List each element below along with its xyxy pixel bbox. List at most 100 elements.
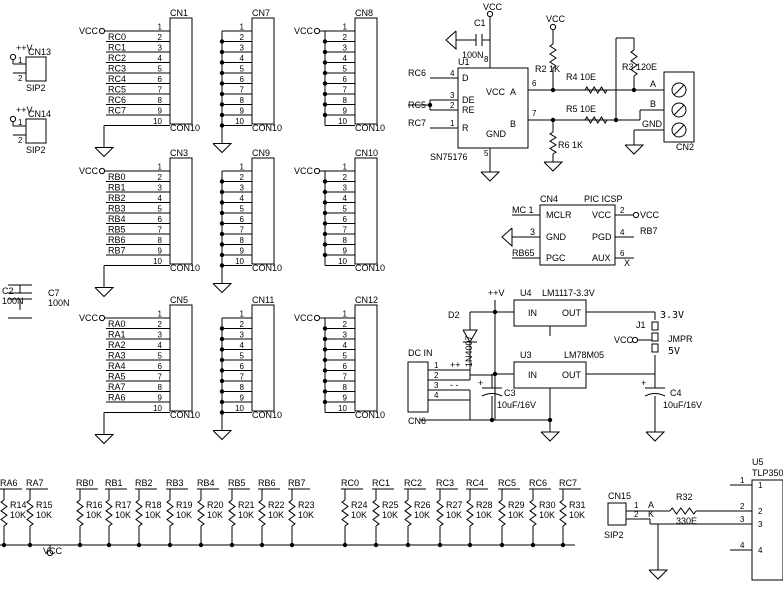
vcc-label: VCC	[79, 166, 99, 176]
c7-value: 100N	[48, 298, 70, 308]
junction-dot	[289, 542, 295, 548]
icsp-right-label: VCC	[592, 210, 612, 220]
signal-label: RA7	[108, 382, 126, 392]
vcc-label: VCC	[294, 313, 314, 323]
junction-dot	[613, 117, 619, 123]
pin-number: 1	[158, 163, 163, 172]
j1-v33: 3.3V	[660, 310, 684, 321]
resistor-symbol	[549, 43, 557, 69]
pin-number: 6	[532, 79, 537, 88]
pin-number: 1	[740, 476, 745, 485]
icsp-right-label: PGD	[592, 232, 612, 242]
c4-value: 10uF/16V	[663, 400, 702, 410]
pin-number: 2	[740, 502, 745, 511]
junction-dot	[322, 91, 328, 97]
u5-part: TLP350	[752, 468, 783, 478]
junction-dot	[322, 39, 328, 44]
u5-name: U5	[752, 457, 764, 467]
pin-number: 7	[240, 226, 245, 235]
jumper-pin	[651, 343, 659, 353]
junction-dot	[405, 542, 411, 548]
ground-symbol	[648, 569, 669, 580]
icsp-left-net: MC 1	[512, 205, 534, 215]
junction-dot	[219, 189, 225, 195]
pullup-net: RC5	[498, 478, 516, 488]
c1-value: 100N	[462, 50, 484, 60]
vcc-label: VCC	[614, 335, 634, 345]
terminal-circle	[98, 167, 106, 175]
terminal-circle	[313, 314, 321, 322]
pin-number: 10	[338, 404, 347, 413]
junction-dot	[322, 231, 328, 237]
icsp-right-label: AUX	[592, 253, 611, 263]
pin-number: 1	[18, 118, 23, 127]
junction-dot	[322, 368, 328, 373]
pin-number: 7	[532, 109, 537, 118]
net-label: RC6	[408, 68, 426, 78]
junction-dot	[437, 542, 443, 548]
pullup-net: RC1	[372, 478, 390, 488]
header-body	[251, 304, 275, 412]
pin-number: 3	[240, 44, 245, 53]
pin-number: 1	[343, 23, 348, 32]
ground-symbol	[543, 161, 564, 172]
j1-v5: 5V	[668, 346, 680, 357]
junction-dot	[219, 49, 225, 55]
resistor-symbol	[436, 499, 444, 527]
pin-number: 9	[158, 247, 163, 256]
pin-number: 10	[153, 257, 162, 266]
ground-symbol	[480, 171, 501, 182]
pin-number: 2	[158, 320, 163, 329]
pullup-net: RC4	[466, 478, 484, 488]
pin-number: 8	[158, 236, 163, 245]
icsp-left-net: 3	[530, 227, 535, 237]
junction-dot	[322, 49, 328, 55]
c4-name: C4	[670, 388, 682, 398]
junction-dot	[219, 210, 225, 216]
u1-vcc-label: VCC	[486, 87, 506, 97]
junction-dot	[77, 542, 83, 548]
u4-name: U4	[520, 288, 532, 298]
pullup-value: 10K	[268, 510, 284, 520]
pin-number: 7	[158, 86, 163, 95]
pin-number: 1	[634, 501, 639, 510]
pin-number: 4	[620, 228, 625, 237]
pin-number: 6	[158, 215, 163, 224]
cn6-name: CN6	[408, 416, 426, 426]
junction-dot	[322, 389, 328, 394]
resistor-symbol	[105, 499, 113, 527]
terminal-circle	[486, 10, 494, 18]
pin-number: 6	[343, 75, 348, 84]
junction-dot	[167, 542, 173, 548]
pin-number: 1	[240, 23, 245, 32]
cn15-type: SIP2	[604, 530, 624, 540]
junction-dot	[219, 336, 225, 342]
pin-number: 5	[240, 352, 245, 361]
ground-symbol	[645, 431, 666, 442]
header-body	[354, 304, 378, 412]
terminal-circle	[631, 336, 639, 344]
signal-label: RC1	[108, 43, 126, 53]
ground-symbol	[624, 144, 645, 155]
pin-number: 7	[343, 86, 348, 95]
resistor-symbol	[669, 507, 697, 515]
resistor-symbol	[76, 499, 84, 527]
resistor-symbol	[584, 86, 608, 94]
pin-number: 4	[158, 194, 163, 203]
pin-number: 5	[158, 352, 163, 361]
signal-label: RB0	[108, 172, 126, 182]
u4-in: IN	[528, 308, 537, 318]
c7-name: C7	[48, 288, 60, 298]
pin-number: 9	[343, 247, 348, 256]
junction-dot	[219, 200, 225, 205]
junction-dot	[27, 542, 33, 548]
header-type: CON10	[252, 123, 282, 133]
pin-number: 9	[240, 247, 245, 256]
pin-number: 3	[158, 44, 163, 53]
pin-number: 3	[434, 381, 439, 390]
u3-out: OUT	[562, 370, 582, 380]
pin-number: 7	[240, 373, 245, 382]
